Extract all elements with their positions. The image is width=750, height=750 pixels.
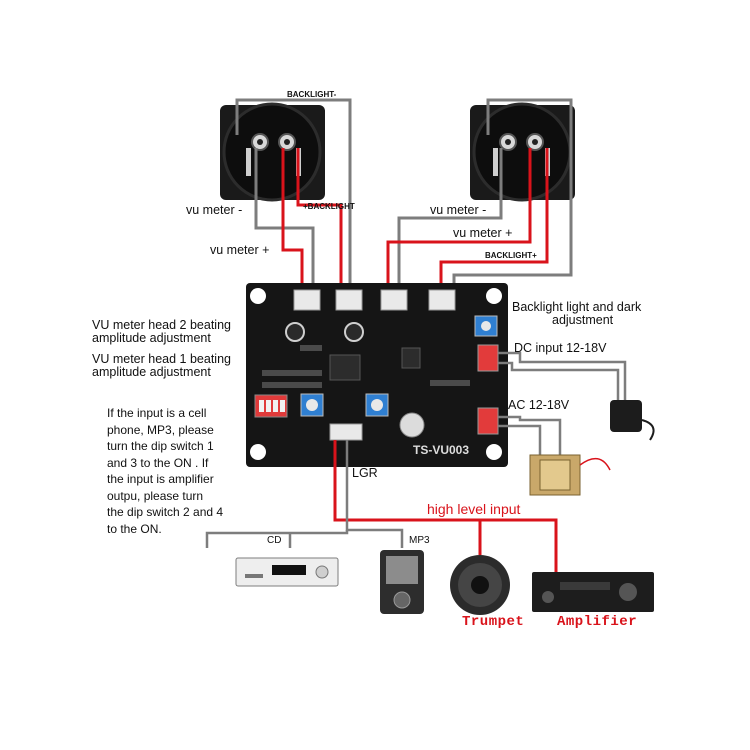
wires-top (235, 98, 573, 292)
dip-note-line-8: to the ON. (107, 521, 162, 536)
wire-ac-input-2 (498, 424, 542, 455)
dip-note-line-3: turn the dip switch 1 (107, 439, 214, 453)
label-vu-meter-plus-right: vu meter + (453, 226, 513, 240)
label-vu-head2-2: amplitude adjustment (92, 331, 211, 345)
label-trumpet: Trumpet (462, 614, 525, 630)
label-high-level-input: high level input (427, 501, 521, 517)
label-dc-input: DC input 12-18V (514, 341, 607, 355)
label-cd: CD (267, 535, 282, 546)
label-backlight-adjust-2: adjustment (552, 313, 614, 327)
wire-dc-input (498, 351, 627, 400)
dip-note-line-6: outpu, please turn (107, 488, 204, 503)
vu-driver-board (246, 283, 508, 467)
dip-note-line-7: the dip switch 2 and 4 (107, 505, 224, 519)
label-backlight-plus: BACKLIGHT+ (485, 251, 537, 260)
wire-ac-input (498, 415, 562, 455)
dip-note-line-1: If the input is a cell (107, 406, 207, 420)
dip-note-line-4: and 3 to the ON . If (107, 455, 209, 470)
mp3-player (380, 550, 424, 614)
wires-power (498, 351, 627, 455)
label-vu-head1-1: VU meter head 1 beating (92, 352, 231, 366)
cd-player (235, 557, 339, 587)
label-vu-meter-minus-left: vu meter - (186, 203, 243, 217)
wire-left-vu-plus (281, 148, 304, 292)
label-mp3: MP3 (409, 535, 430, 546)
dip-switch-note: If the input is a cell phone, MP3, pleas… (107, 405, 267, 537)
wire-left-backlight-minus (235, 98, 352, 292)
wire-dc-input-2 (498, 361, 620, 400)
label-vu-meter-plus-left: vu meter + (210, 243, 270, 257)
label-vu-head1-2: amplitude adjustment (92, 365, 211, 379)
vu-meter-left (220, 102, 325, 202)
label-amplifier: Amplifier (557, 614, 638, 630)
label-ac-input: AC 12-18V (508, 398, 570, 412)
label-vu-meter-minus-right: vu meter - (430, 203, 487, 217)
dc-adapter (610, 400, 655, 441)
label-lgr: LGR (352, 466, 378, 480)
wires-input (205, 440, 558, 572)
label-plus-backlight: +BACKLIGHT (303, 202, 355, 211)
vu-meter-right (470, 102, 575, 202)
amplifier-unit (532, 572, 654, 612)
transformer (529, 454, 611, 496)
wire-right-vu-minus (397, 148, 503, 292)
wire-low-level-gray (345, 440, 404, 548)
wire-right-backlight-minus (452, 98, 573, 292)
wire-high-level-red (333, 440, 558, 572)
label-vu-head2-1: VU meter head 2 beating (92, 318, 231, 332)
wire-left-backlight-plus (296, 148, 343, 292)
trumpet-speaker (450, 555, 510, 615)
wire-right-backlight-plus (439, 148, 549, 292)
wire-right-vu-plus (386, 148, 532, 292)
label-backlight-minus: BACKLIGHT- (287, 90, 337, 99)
label-backlight-adjust-1: Backlight light and dark (512, 300, 642, 314)
dip-note-line-2: phone, MP3, please (107, 422, 214, 437)
dip-note-line-5: the input is amplifier (107, 472, 214, 486)
board-model: TS-VU003 (413, 443, 470, 457)
wire-cd-gray (205, 530, 349, 548)
